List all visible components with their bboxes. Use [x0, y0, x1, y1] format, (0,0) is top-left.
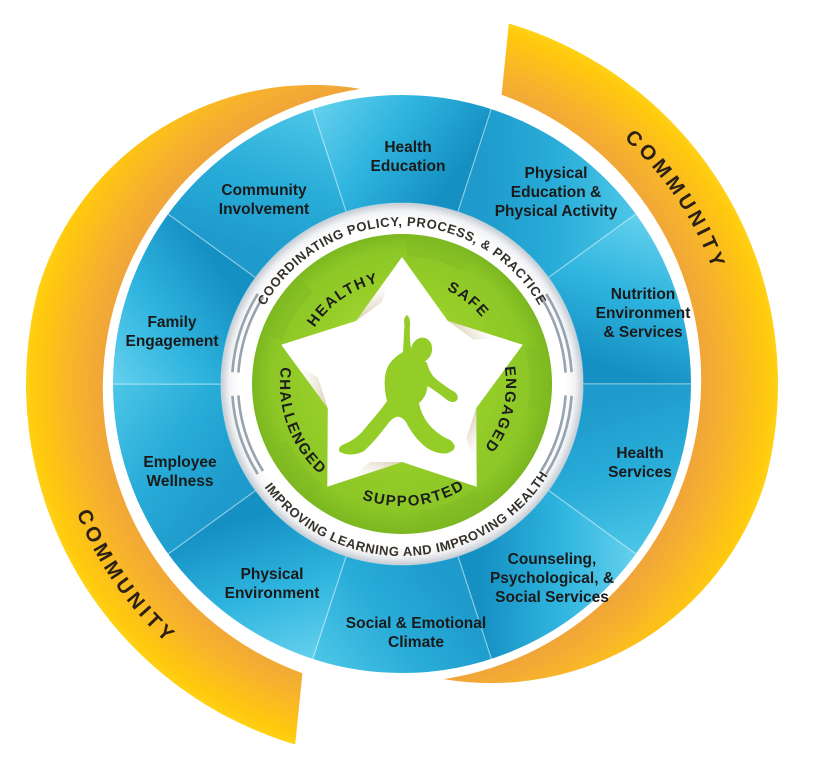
segment-label-line: Climate	[388, 634, 444, 651]
ring-divider-arcs	[231, 293, 573, 475]
blade-fold	[406, 234, 473, 271]
segment-label-line: Family	[147, 314, 196, 331]
segment-label-line: Services	[608, 464, 672, 481]
divider-arc	[237, 296, 265, 373]
segment-label-line: Physical Activity	[495, 203, 618, 220]
segment-label-line: Community	[221, 182, 307, 199]
segment-label-line: Engagement	[125, 333, 218, 350]
child-body	[339, 315, 458, 455]
divider-arc	[231, 293, 259, 373]
segment-label-line: Environment	[596, 305, 691, 322]
notch-shadow	[348, 462, 402, 480]
divider-arc	[237, 395, 265, 472]
community-arc-top-right	[443, 23, 779, 684]
segment-label-line: Environment	[225, 585, 320, 602]
segment-label-line: Physical	[525, 165, 588, 182]
divider-arc	[545, 395, 573, 475]
segment-label-line: Social Services	[495, 589, 609, 606]
segment-label-line: Social & Emotional	[346, 615, 486, 632]
segment-label-line: Involvement	[219, 201, 309, 218]
segment-label-line: Health	[616, 445, 663, 462]
blade-fold-accents	[256, 234, 567, 547]
divider-arc	[539, 296, 567, 373]
segment-label-line: & Services	[603, 324, 682, 341]
segment-label-line: Counseling,	[508, 551, 597, 568]
segment-labels: Health Education Physical Education & Ph…	[125, 139, 690, 651]
segment-label-line: Education &	[511, 184, 601, 201]
child-center: HEALTHY SAFE ENGAGED SUPPORTED CHALLENGE…	[252, 234, 567, 547]
divider-arc	[539, 395, 567, 472]
divider-arc	[231, 395, 259, 475]
segment-label-line: Employee	[143, 454, 217, 471]
segment-label-line: Health	[384, 139, 431, 156]
star-notch-shadows	[294, 274, 503, 480]
segment-label-line: Nutrition	[611, 286, 676, 303]
ring-outer-white-border	[105, 87, 699, 681]
segment-label-line: Education	[371, 158, 446, 175]
jumping-child-figure	[339, 315, 458, 455]
segment-label-line: Psychological, &	[490, 570, 614, 587]
segment-label-line: Wellness	[147, 473, 214, 490]
divider-arc	[545, 293, 573, 373]
child-head	[410, 337, 433, 363]
segment-label-line: Physical	[241, 566, 304, 583]
